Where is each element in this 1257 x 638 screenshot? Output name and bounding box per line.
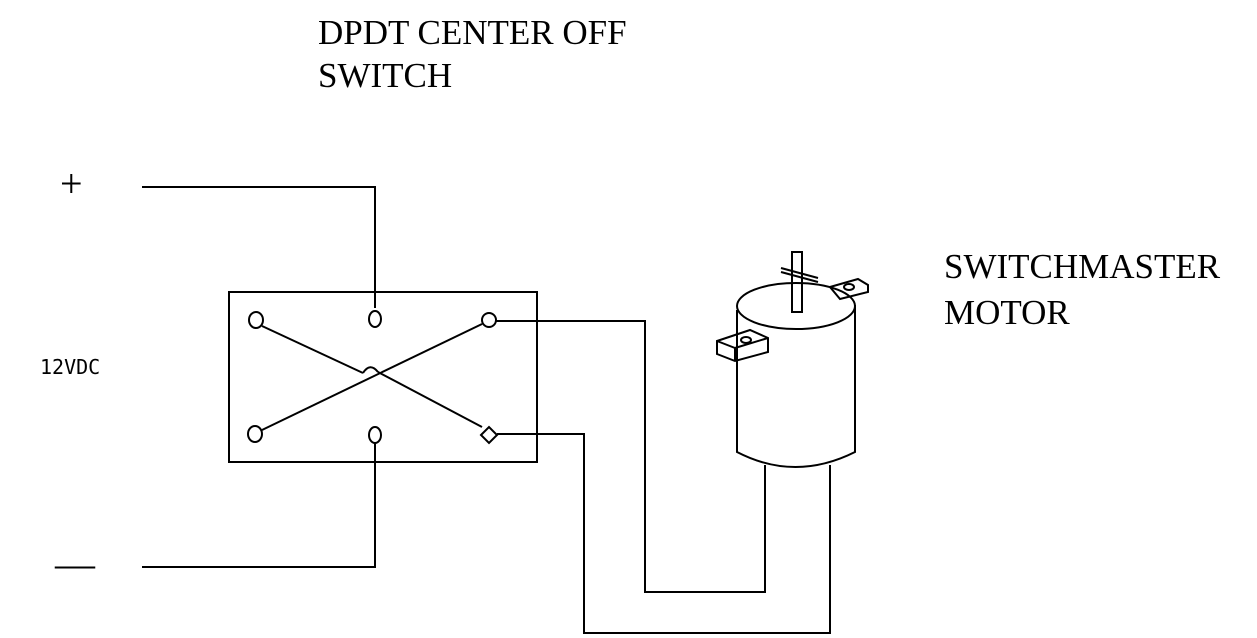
dpdt-switch-body (228, 291, 538, 463)
terminal-top-right (481, 312, 497, 328)
terminal-top-left (248, 311, 264, 329)
switch-terminals (247, 310, 499, 445)
positive-wire (142, 186, 376, 308)
supply-voltage-label: 12VDC (40, 355, 101, 379)
terminal-bottom-center (368, 426, 382, 444)
motor-title-line2: MOTOR (944, 293, 1070, 332)
terminal-top-center (368, 310, 382, 328)
switch-title-line2: SWITCH (318, 56, 453, 95)
positive-terminal-label: + (60, 161, 83, 206)
motor-title-line1: SWITCHMASTER (944, 247, 1221, 286)
motor-wire-2 (497, 433, 831, 634)
terminal-bottom-right (479, 425, 499, 445)
switch-crossover (261, 323, 483, 431)
negative-wire (142, 442, 376, 568)
switch-title-line1: DPDT CENTER OFF (318, 13, 627, 52)
switchmaster-motor-icon (716, 251, 869, 468)
negative-terminal-label: — (55, 541, 95, 586)
terminal-bottom-left (247, 425, 263, 443)
motor-wire-1 (496, 320, 766, 593)
